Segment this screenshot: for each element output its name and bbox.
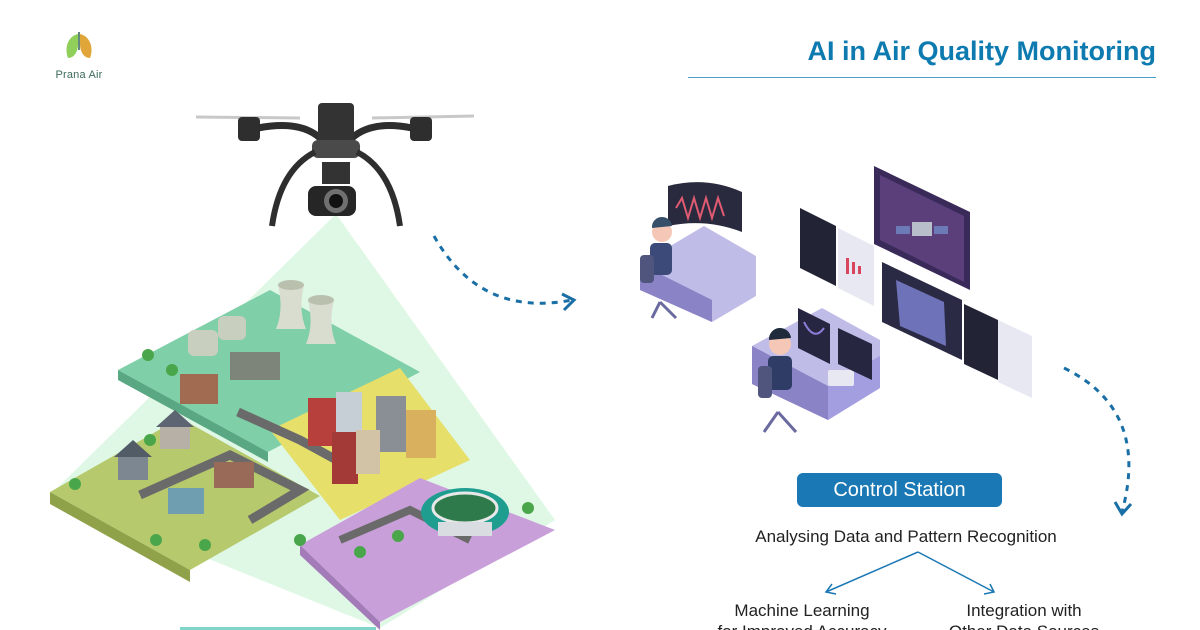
apartment-building xyxy=(332,432,358,484)
integration-caption: Integration with Other Data Sources xyxy=(949,601,1099,630)
waveform-monitor xyxy=(668,182,742,232)
workstation-monitor xyxy=(838,328,872,380)
factory-building xyxy=(230,352,280,380)
caption-bar xyxy=(180,627,376,630)
analysis-caption: Analysing Data and Pattern Recognition xyxy=(755,527,1057,546)
house xyxy=(160,425,190,449)
control-station-label: Control Station xyxy=(797,473,1002,507)
cooling-tower xyxy=(306,300,336,344)
storage-tank xyxy=(188,330,218,356)
page-title: AI in Air Quality Monitoring xyxy=(807,36,1156,66)
brand-logo: Prana Air xyxy=(44,30,114,81)
brand-name: Prana Air xyxy=(55,69,103,81)
storage-tank xyxy=(218,316,246,340)
apartment-building xyxy=(406,410,436,458)
house xyxy=(168,488,204,514)
flow-arrow xyxy=(432,235,573,305)
workstation-monitor xyxy=(798,308,830,364)
apartment-building xyxy=(308,398,336,446)
house xyxy=(118,455,148,480)
flow-arrow xyxy=(1063,366,1131,513)
data-screen xyxy=(964,304,998,380)
city-illustration xyxy=(50,280,555,630)
cooling-tower xyxy=(276,285,306,329)
data-screen xyxy=(800,208,836,286)
house xyxy=(214,462,254,488)
control-room-illustration xyxy=(640,166,1032,434)
drone xyxy=(195,103,475,227)
data-screen xyxy=(998,320,1032,398)
lungs-leaf-icon xyxy=(66,32,92,58)
title-divider xyxy=(688,77,1156,78)
branch-arrow-right xyxy=(917,551,995,593)
branch-arrow-left xyxy=(825,551,919,593)
ml-caption: Machine Learning for Improved Accuracy xyxy=(717,601,886,630)
apartment-building xyxy=(376,396,406,452)
chart-screen xyxy=(838,228,874,306)
